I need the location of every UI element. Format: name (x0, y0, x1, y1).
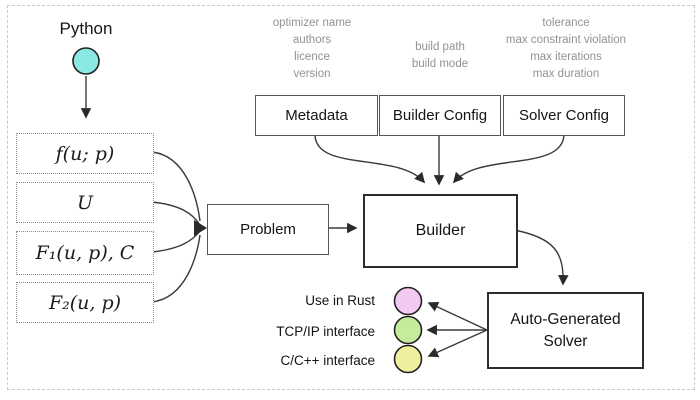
rust-interface-label: Use in Rust (305, 293, 375, 308)
cost-function-formula: f(u; p) (55, 142, 115, 165)
metadata-annotation: optimizer name authors licence version (272, 17, 352, 80)
solver-config-box: Solver Config (503, 95, 625, 136)
auto-generated-solver-box: Auto-Generated Solver (487, 292, 644, 369)
problem-label: Problem (240, 221, 296, 238)
diagram-border (7, 5, 695, 390)
metadata-box: Metadata (255, 95, 378, 136)
builder-config-label: Builder Config (392, 107, 488, 124)
input-box-penalty-constraints: F₂(u, p) (16, 282, 154, 323)
input-box-alm-constraints: F₁(u, p), C (16, 231, 154, 275)
solver-config-annotation: tolerance max constraint violation max i… (505, 17, 627, 80)
solver-config-label: Solver Config (518, 107, 610, 124)
python-label: Python (59, 19, 113, 38)
builder-config-box: Builder Config (379, 95, 501, 136)
c-interface-label: C/C++ interface (280, 353, 375, 368)
tcpip-interface-label: TCP/IP interface (276, 324, 375, 339)
penalty-constraints-formula: F₂(u, p) (48, 291, 122, 314)
alm-constraints-formula: F₁(u, p), C (35, 242, 135, 264)
input-box-cost-function: f(u; p) (16, 133, 154, 174)
constraint-set-formula: U (76, 191, 93, 214)
metadata-label: Metadata (285, 107, 348, 124)
input-box-constraint-set: U (16, 182, 154, 223)
builder-config-annotation: build path build mode (411, 41, 469, 70)
auto-generated-solver-label: Auto-Generated Solver (510, 310, 621, 350)
problem-box: Problem (207, 204, 329, 255)
builder-label: Builder (415, 222, 466, 239)
builder-box: Builder (363, 194, 518, 268)
